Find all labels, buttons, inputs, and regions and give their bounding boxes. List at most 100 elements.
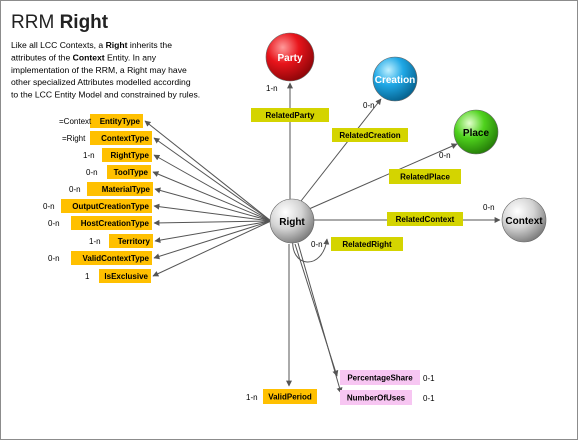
label-text: ValidContextType xyxy=(82,254,149,263)
description-segment: to the LCC Entity Model and constrained … xyxy=(11,90,200,100)
attribute-NumberOfUses[interactable]: NumberOfUses xyxy=(340,390,412,405)
cardinality-label: 0-n xyxy=(439,151,451,160)
description-segment: inherits the xyxy=(128,40,173,50)
label-text: ToolType xyxy=(114,168,149,177)
attribute-HostCreationType[interactable]: HostCreationType xyxy=(71,216,152,230)
attribute-ValidPeriod[interactable]: ValidPeriod xyxy=(263,389,317,404)
attribute-edge xyxy=(154,220,272,244)
label-text: RelatedParty xyxy=(266,111,315,120)
node-circle xyxy=(453,109,499,155)
cardinality-label: =Right xyxy=(62,134,86,143)
label-text: MaterialType xyxy=(102,185,151,194)
cardinality-label: 0-1 xyxy=(423,374,435,383)
label-box xyxy=(331,237,403,251)
attribute-EntityType[interactable]: EntityType xyxy=(90,114,143,128)
label-box xyxy=(90,131,152,145)
relation-context[interactable]: RelatedContext xyxy=(387,212,463,226)
label-box xyxy=(107,165,151,179)
label-text: HostCreationType xyxy=(81,219,150,228)
relation-creation[interactable]: RelatedCreation xyxy=(332,128,408,142)
attribute-edge xyxy=(154,187,272,222)
description-segment: attributes of the xyxy=(11,52,73,62)
description-segment: Right xyxy=(106,40,128,50)
attribute-IsExclusive[interactable]: IsExclusive xyxy=(99,269,151,283)
attribute-edge xyxy=(153,203,272,222)
attribute-edge xyxy=(153,154,272,222)
attribute-ValidContextType[interactable]: ValidContextType xyxy=(71,251,152,265)
cardinality-label: 0-n xyxy=(311,240,323,249)
attribute-OutputCreationType[interactable]: OutputCreationType xyxy=(61,199,152,213)
attribute-edge xyxy=(153,137,272,222)
cardinality-label: 0-n xyxy=(86,168,98,177)
label-text: OutputCreationType xyxy=(72,202,149,211)
cardinality-label: 0-n xyxy=(483,203,495,212)
label-box xyxy=(61,199,152,213)
cardinality-label: 1 xyxy=(85,272,90,281)
node-creation[interactable]: Creation xyxy=(372,56,418,102)
label-box xyxy=(90,114,143,128)
attribute-ToolType[interactable]: ToolType xyxy=(107,165,151,179)
label-text: RelatedContext xyxy=(396,215,455,224)
label-text: ValidPeriod xyxy=(268,393,312,402)
description-text: Like all LCC Contexts, a Right inherits … xyxy=(11,40,200,100)
label-box xyxy=(99,269,151,283)
attribute-Territory[interactable]: Territory xyxy=(109,234,153,248)
node-place[interactable]: Place xyxy=(453,109,499,155)
attribute-MaterialType[interactable]: MaterialType xyxy=(87,182,153,196)
relation-edge-place xyxy=(308,143,458,210)
label-text: RelatedCreation xyxy=(339,131,400,140)
label-box xyxy=(332,128,408,142)
attribute-ContextType[interactable]: ContextType xyxy=(90,131,152,145)
relation-self[interactable]: RelatedRight xyxy=(331,237,403,251)
label-box xyxy=(71,216,152,230)
node-context[interactable]: Context xyxy=(501,197,547,243)
label-box xyxy=(340,370,420,385)
label-text: RelatedRight xyxy=(342,240,392,249)
label-text: ContextType xyxy=(101,134,149,143)
label-text: IsExclusive xyxy=(104,272,148,281)
node-label: Place xyxy=(463,128,490,139)
cardinality-label: 0-n xyxy=(43,202,55,211)
cardinality-label: 0-n xyxy=(48,219,60,228)
cardinality-label: 1-n xyxy=(266,84,278,93)
attribute-PercentageShare[interactable]: PercentageShare xyxy=(340,370,420,385)
node-label: Creation xyxy=(375,75,416,86)
label-text: Territory xyxy=(118,237,151,246)
cardinality-label: 1-n xyxy=(83,151,95,160)
label-text: EntityType xyxy=(100,117,141,126)
node-circle xyxy=(501,197,547,243)
cardinality-label: 0-n xyxy=(69,185,81,194)
label-box xyxy=(340,390,412,405)
page-title: RRM Right xyxy=(11,12,109,33)
attribute-edge xyxy=(152,171,272,222)
node-party[interactable]: Party xyxy=(265,32,315,82)
edges xyxy=(144,82,501,394)
label-box xyxy=(263,389,317,404)
relation-party[interactable]: RelatedParty xyxy=(251,108,329,122)
attribute-edge xyxy=(144,120,272,222)
relation-edge-creation xyxy=(300,98,382,202)
label-text: RelatedPlace xyxy=(400,173,450,182)
cardinality-label: =Context xyxy=(59,117,92,126)
cardinality-label: 0-n xyxy=(363,101,375,110)
cardinality-label: 1-n xyxy=(89,237,101,246)
node-circle xyxy=(372,56,418,102)
description-segment: implementation of the RRM, a Right may h… xyxy=(11,65,187,75)
attribute-RightType[interactable]: RightType xyxy=(102,148,152,162)
description-segment: Context xyxy=(73,52,105,62)
relation-place[interactable]: RelatedPlace xyxy=(389,169,461,184)
node-right[interactable]: Right xyxy=(269,198,315,244)
label-box xyxy=(102,148,152,162)
attribute-edge xyxy=(153,219,272,226)
label-box xyxy=(71,251,152,265)
node-circle xyxy=(269,198,315,244)
label-box xyxy=(387,212,463,226)
label-box xyxy=(389,169,461,184)
cardinality-label: 0-1 xyxy=(423,394,435,403)
description-segment: other specialized Attributes modelled ac… xyxy=(11,77,191,87)
node-label: Party xyxy=(277,53,302,64)
attribute-edge xyxy=(152,220,272,277)
